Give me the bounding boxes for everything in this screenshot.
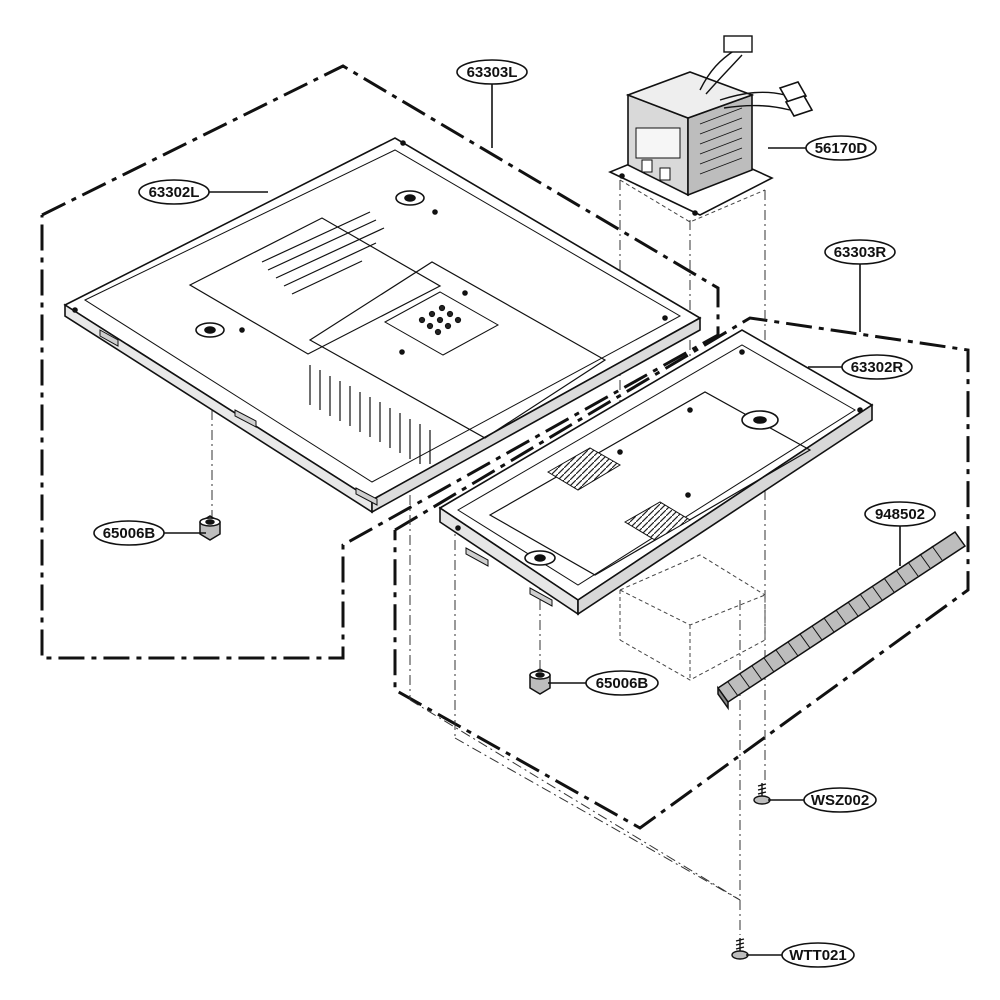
left-base-plate [63, 137, 702, 514]
nut-right [529, 668, 551, 695]
label-56170D: 56170D [805, 135, 877, 161]
label-WSZ002: WSZ002 [803, 787, 877, 813]
svg-text:63302R: 63302R [851, 359, 904, 376]
svg-text:948502: 948502 [875, 506, 925, 523]
label-65006B-right: 65006B [585, 670, 659, 696]
screw-wsz002 [753, 783, 771, 805]
label-65006B-left: 65006B [93, 520, 165, 546]
svg-text:WTT021: WTT021 [789, 947, 847, 964]
svg-text:63302L: 63302L [149, 184, 200, 201]
screw-wtt021 [731, 938, 749, 960]
nut-left [199, 515, 221, 541]
label-63303L: 63303L [456, 59, 528, 85]
svg-text:56170D: 56170D [815, 140, 868, 157]
svg-text:65006B: 65006B [596, 675, 649, 692]
label-63303R: 63303R [824, 239, 896, 265]
svg-text:WSZ002: WSZ002 [811, 792, 869, 809]
label-948502: 948502 [864, 501, 936, 527]
svg-text:63303L: 63303L [467, 64, 518, 81]
label-63302R: 63302R [841, 354, 913, 380]
right-base-plate [438, 329, 874, 616]
insulation-strip [716, 530, 967, 711]
transformer [608, 35, 814, 216]
svg-text:63303R: 63303R [834, 244, 887, 261]
svg-text:65006B: 65006B [103, 525, 156, 542]
label-WTT021: WTT021 [781, 942, 855, 968]
label-63302L: 63302L [138, 179, 210, 205]
transformer-mount-guide [619, 179, 766, 681]
leader-lines [164, 84, 901, 956]
right-assembly-boundary [393, 316, 970, 830]
left-assembly-boundary [40, 64, 720, 660]
